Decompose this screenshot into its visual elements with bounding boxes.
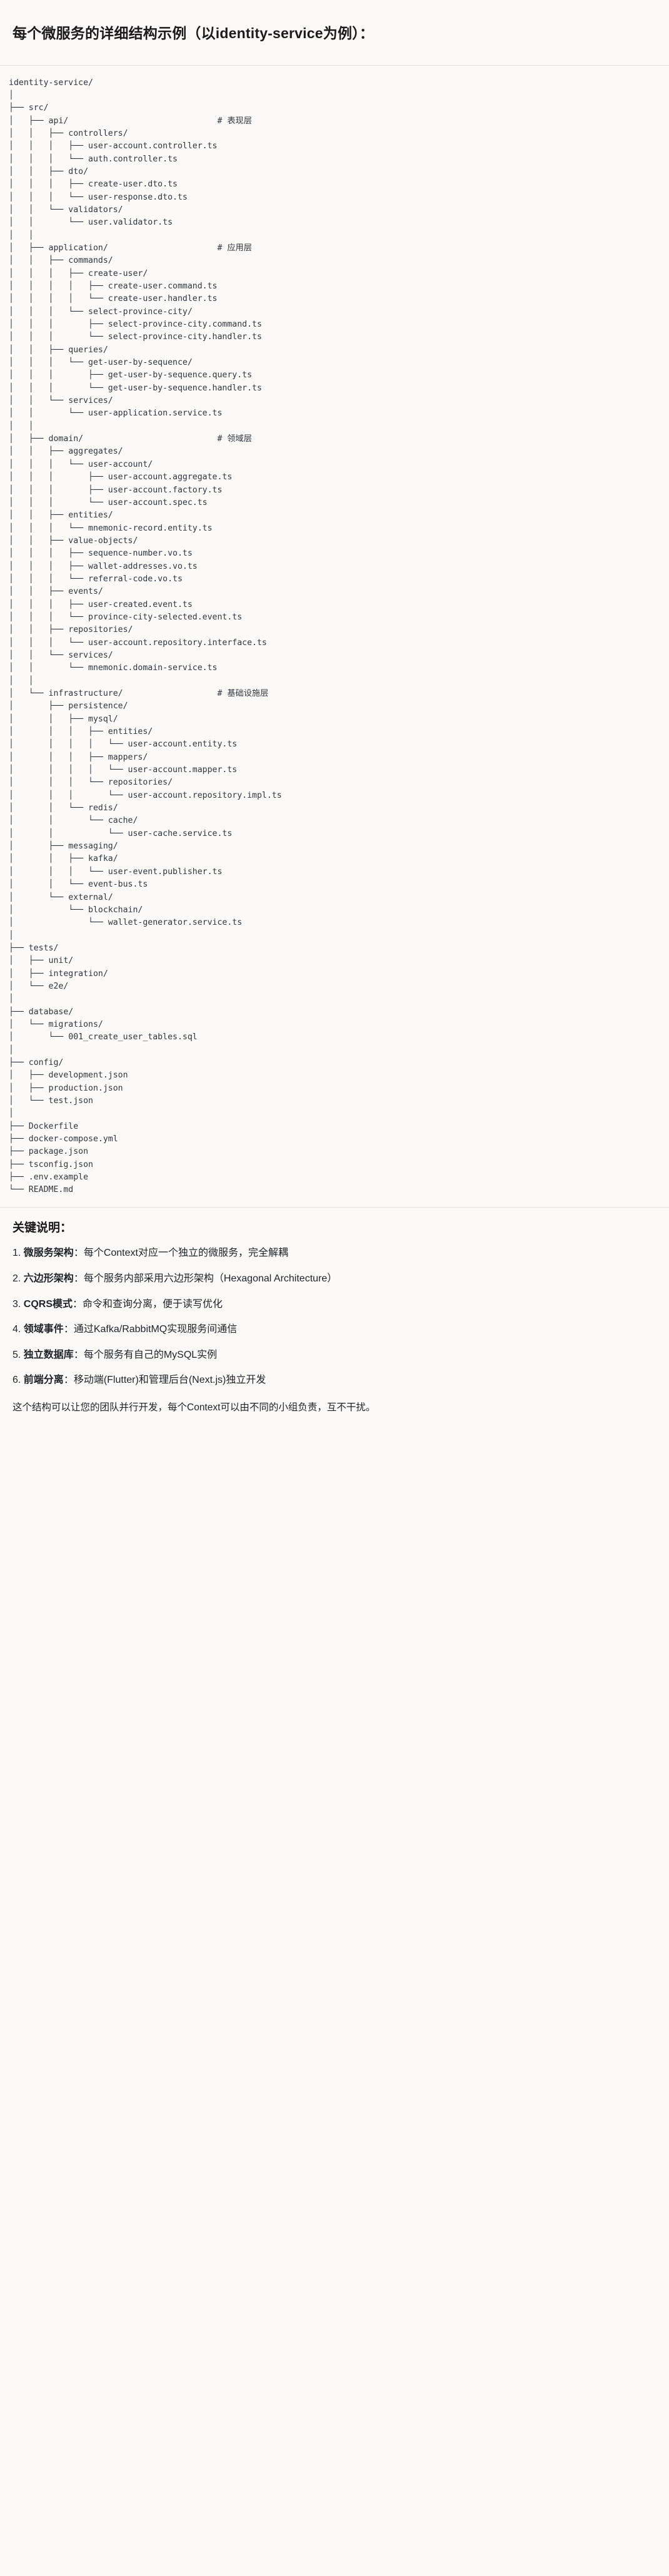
key-note-description: 每个服务内部采用六边形架构（Hexagonal Architecture）	[83, 1273, 338, 1284]
key-note-description: 每个Context对应一个独立的微服务，完全解耦	[83, 1248, 288, 1259]
closing-paragraph: 这个结构可以让您的团队并行开发，每个Context可以由不同的小组负责，互不干扰…	[13, 1402, 376, 1413]
key-note-description: 命令和查询分离，便于读写优化	[83, 1298, 223, 1310]
key-note-number: 4.	[13, 1324, 24, 1335]
key-note-separator: ：	[73, 1273, 84, 1284]
key-note-term: 微服务架构	[23, 1248, 74, 1259]
directory-tree-codeblock: identity-service/ │ ├── src/ │ ├── api/ …	[0, 65, 669, 1207]
key-note-term: 独立数据库	[23, 1349, 74, 1360]
key-note-item: 1. 微服务架构：每个Context对应一个独立的微服务，完全解耦	[13, 1245, 656, 1261]
key-note-separator: ：	[63, 1324, 74, 1335]
key-note-number: 3.	[13, 1298, 24, 1310]
key-note-item: 2. 六边形架构：每个服务内部采用六边形架构（Hexagonal Archite…	[13, 1271, 656, 1287]
key-note-number: 1.	[13, 1248, 24, 1259]
key-note-separator: ：	[73, 1349, 84, 1360]
key-note-term: 前端分离	[23, 1375, 64, 1386]
key-note-separator: ：	[73, 1298, 83, 1310]
key-note-separator: ：	[63, 1375, 74, 1386]
key-note-term: 六边形架构	[23, 1273, 74, 1284]
key-notes-title: 关键说明：	[13, 1221, 73, 1235]
key-note-term: 领域事件	[23, 1324, 64, 1335]
key-note-number: 6.	[13, 1375, 24, 1386]
key-note-item: 4. 领域事件：通过Kafka/RabbitMQ实现服务间通信	[13, 1321, 656, 1338]
page-title: 每个微服务的详细结构示例（以identity-service为例）：	[13, 25, 375, 42]
key-note-term: CQRS模式	[23, 1298, 73, 1310]
document-page: 每个微服务的详细结构示例（以identity-service为例）： ident…	[0, 12, 669, 1430]
notes-divider	[0, 1206, 669, 1208]
key-note-number: 5.	[13, 1349, 24, 1360]
key-note-description: 通过Kafka/RabbitMQ实现服务间通信	[73, 1324, 238, 1335]
key-note-item: 3. CQRS模式：命令和查询分离，便于读写优化	[13, 1296, 656, 1313]
key-note-description: 每个服务有自己的MySQL实例	[83, 1349, 218, 1360]
key-note-number: 2.	[13, 1273, 24, 1284]
key-note-description: 移动端(Flutter)和管理后台(Next.js)独立开发	[73, 1375, 266, 1386]
directory-tree: identity-service/ │ ├── src/ │ ├── api/ …	[9, 77, 660, 1197]
directory-tree-text: identity-service/ │ ├── src/ │ ├── api/ …	[9, 78, 282, 1195]
header-divider	[0, 64, 669, 66]
key-note-item: 5. 独立数据库：每个服务有自己的MySQL实例	[13, 1347, 656, 1363]
key-note-separator: ：	[73, 1248, 84, 1259]
key-note-item: 6. 前端分离：移动端(Flutter)和管理后台(Next.js)独立开发	[13, 1372, 656, 1388]
